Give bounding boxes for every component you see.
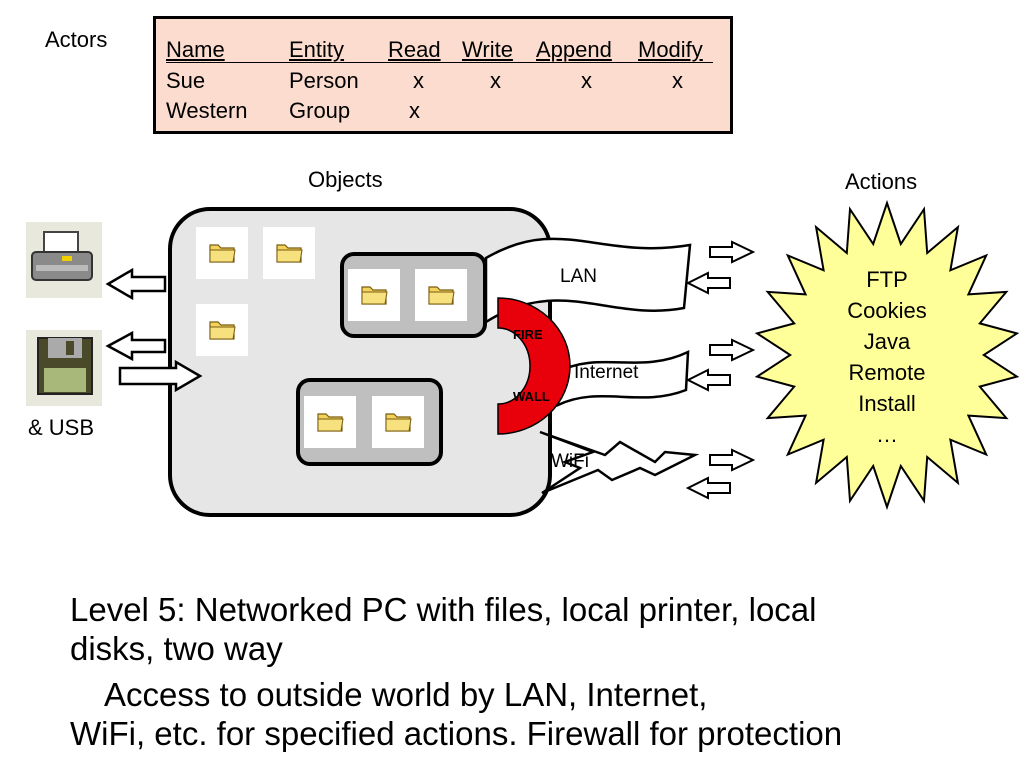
file-folder-icon <box>414 268 468 322</box>
actions-label: Actions <box>845 169 918 194</box>
actors-table: Name Entity Read Write Append Modify Sue… <box>153 16 733 134</box>
firewall-label-fire: FIRE <box>513 327 543 342</box>
lan-arrows-icon <box>685 240 756 295</box>
table-cell: x <box>409 98 420 123</box>
table-header-name: Name <box>166 37 225 62</box>
internet-label: Internet <box>574 362 639 383</box>
actions-list: FTP Cookies Java Remote Install … <box>820 264 954 450</box>
table-header-append: Append <box>536 37 612 62</box>
internet-banner <box>556 349 690 407</box>
usb-label: & USB <box>28 415 95 440</box>
table-cell: x <box>413 68 424 93</box>
table-cell: x <box>672 68 683 93</box>
wifi-label: WiFi <box>551 451 589 472</box>
file-folder-icon <box>371 395 425 449</box>
action-item: Java <box>863 329 911 354</box>
table-cell: x <box>581 68 592 93</box>
action-item: Cookies <box>847 298 927 323</box>
internet-arrows-icon <box>685 338 756 392</box>
network-diagram <box>26 199 1020 517</box>
arrow-to-disk-icon <box>105 330 167 362</box>
firewall-label-wall: WALL <box>513 389 550 404</box>
firewall-shape <box>497 297 571 435</box>
lan-banner <box>484 237 692 325</box>
table-cell: x <box>490 68 501 93</box>
actions-starburst <box>754 199 1020 511</box>
table-header-entity: Entity <box>289 37 345 62</box>
table-cell: Sue <box>166 68 206 93</box>
action-item: Remote <box>848 360 926 385</box>
wifi-bolt <box>539 430 700 495</box>
table-cell: Person <box>289 68 359 93</box>
file-folder-icon <box>303 395 357 449</box>
lan-label: LAN <box>560 266 597 287</box>
caption-line: Access to outside world by LAN, Internet… <box>104 676 708 713</box>
table-cell: Western <box>166 98 248 123</box>
file-folder-icon <box>262 226 316 280</box>
header-rule <box>166 62 713 63</box>
action-item: Install <box>858 391 916 416</box>
objects-label: Objects <box>308 167 383 192</box>
caption-line: disks, two way <box>70 630 283 667</box>
wifi-arrows-icon <box>685 448 756 500</box>
action-item: FTP <box>866 267 908 292</box>
arrow-from-disk-icon <box>118 359 203 393</box>
arrow-to-printer-icon <box>105 267 167 301</box>
caption-line: WiFi, etc. for specified actions. Firewa… <box>70 715 843 752</box>
file-folder-icon <box>195 303 249 357</box>
table-header-read: Read <box>388 37 441 62</box>
caption-line: Level 5: Networked PC with files, local … <box>70 591 817 628</box>
file-folder-icon <box>347 268 401 322</box>
floppy-disk-icon <box>26 330 102 406</box>
table-header-modify: Modify <box>638 37 703 62</box>
printer-icon <box>26 222 102 298</box>
file-folder-icon <box>195 226 249 280</box>
table-header-write: Write <box>462 37 513 62</box>
action-item: … <box>876 422 898 447</box>
actors-label: Actors <box>45 27 108 52</box>
table-cell: Group <box>289 98 351 123</box>
